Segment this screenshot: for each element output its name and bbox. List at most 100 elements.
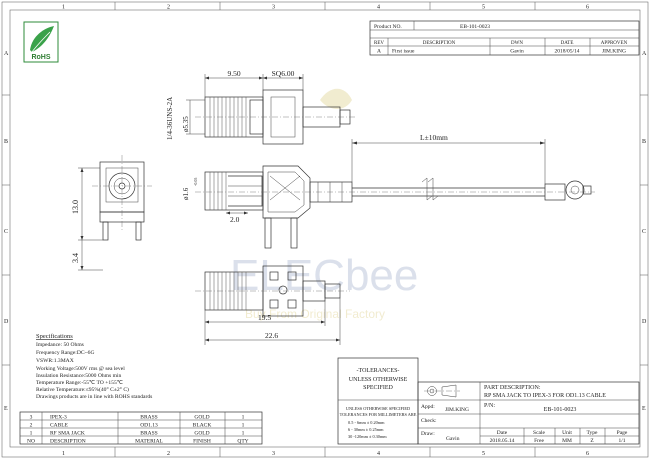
bom-cell: OD1.13 xyxy=(140,423,158,429)
product-no-value: EB-101-0023 xyxy=(460,24,490,30)
bom-cell: BLACK xyxy=(193,423,212,429)
frame-row-labels: A B C D E A B C D E xyxy=(4,51,647,412)
spec-line: Working Voltage:500V rms @ sea level xyxy=(36,366,125,372)
watermark: ELECbee Buy From Original Factory xyxy=(230,88,418,321)
row-label: E xyxy=(4,406,8,412)
rev-cell: 2018/05/14 xyxy=(554,49,579,55)
spec-line: Relative Temperature:≤95%(40° C±2° C) xyxy=(36,386,129,393)
appd-label: Appd: xyxy=(421,404,435,410)
bom-cell: IPEX-3 xyxy=(50,415,67,421)
part-desc-value: RP SMA JACK TO IPEX-3 FOR OD1.13 CABLE xyxy=(484,393,606,399)
rev-cell: Gavin xyxy=(510,49,524,55)
title-cell: Z xyxy=(590,438,594,444)
title-cell: 1/1 xyxy=(618,438,625,444)
col-label: 3 xyxy=(272,5,275,11)
bom-header: FINISH xyxy=(193,439,211,445)
title-cell: MM xyxy=(562,438,572,444)
col-label: 6 xyxy=(586,451,589,457)
dim-13-0: 13.0 xyxy=(71,200,80,214)
spec-line: VSWR:1.3MAX xyxy=(36,358,74,364)
bom-header: NO xyxy=(27,439,35,445)
bom-cell: BRASS xyxy=(140,415,157,421)
spec-line: Insulation Resistance:5000 Ohms min xyxy=(36,373,121,379)
side-view-connector xyxy=(195,165,595,249)
col-label: 6 xyxy=(586,5,589,11)
row-label: A xyxy=(642,51,647,57)
row-label: B xyxy=(642,139,646,145)
tolerance-row: 30 -120mm ± 0.30mm xyxy=(348,434,387,439)
title-block: PART DESCRIPTION: RP SMA JACK TO IPEX-3 … xyxy=(417,381,640,445)
dim-22-6: 22.6 xyxy=(265,331,278,340)
spec-line: Drawings products are in line with ROHS … xyxy=(36,394,152,400)
check-label: Check: xyxy=(421,418,437,424)
bottom-dimensions: 19.5 22.6 xyxy=(204,298,341,345)
col-label: 2 xyxy=(167,5,170,11)
col-label: 2 xyxy=(167,451,170,457)
spec-line: Frequency Range:DC~6G xyxy=(36,350,95,356)
dim-sq6: SQ6.00 xyxy=(272,69,295,78)
rev-cell: JIM.KING xyxy=(602,49,626,55)
bom-header: MATERIAL xyxy=(135,439,163,445)
specifications: Specifications Impedance: 50 Ohms Freque… xyxy=(36,333,152,400)
rohs-logo: RoHS xyxy=(23,21,59,63)
part-desc-label: PART DESCRIPTION: xyxy=(484,385,541,391)
tolerance-row: 0.5 - 6mm ± 0.20mm xyxy=(348,420,385,425)
bom-cell: GOLD xyxy=(194,415,209,421)
title-cell: 2018.05.14 xyxy=(490,438,515,444)
pn-label: P/N: xyxy=(484,403,495,409)
col-label: 1 xyxy=(62,451,65,457)
spec-line: Temperature Range:-55℃ TO +155℃ xyxy=(36,380,124,386)
bottom-view-connector xyxy=(195,265,350,317)
tolerance-line1: UNLESS OTHERWISE xyxy=(349,377,408,383)
tolerance-row: 6 - 30mm ± 0.25mm xyxy=(348,427,384,432)
rev-header: APPROVEN xyxy=(601,41,628,46)
tolerance-title: -TOLERANCES- xyxy=(357,368,400,374)
title-header: Scale xyxy=(533,430,545,436)
frame-column-labels: 1 2 3 4 5 6 1 2 3 4 5 6 xyxy=(62,5,589,458)
dim-dia-1-6: ø1.6 xyxy=(182,187,190,200)
title-header: Type xyxy=(587,430,598,436)
title-header: Unit xyxy=(562,430,572,436)
bom-cell: GOLD xyxy=(194,431,209,437)
draw-value: Gavin xyxy=(446,436,460,442)
tolerance-small2: TOLERANCES FOR MILLIMETERS ARE xyxy=(340,412,417,417)
bom-cell: CABLE xyxy=(50,423,69,429)
col-label: 1 xyxy=(62,5,65,11)
row-label: D xyxy=(4,319,9,325)
bom-cell: 1 xyxy=(242,423,245,429)
dim-dia-5-35: ø5.35 xyxy=(182,116,190,132)
row-label: C xyxy=(4,229,8,235)
watermark-text: ELECbee xyxy=(230,251,418,300)
rohs-logo-text: RoHS xyxy=(31,54,50,61)
draw-label: Draw: xyxy=(421,431,435,437)
rev-header: DESCRIPTION xyxy=(423,41,456,46)
col-label: 5 xyxy=(482,5,485,11)
projection-symbol-icon xyxy=(424,384,460,398)
rev-header: DWN xyxy=(511,41,523,46)
specs-title: Specifications xyxy=(36,333,73,340)
tolerances-block: -TOLERANCES- UNLESS OTHERWISE SPECIFIED … xyxy=(337,357,419,445)
col-label: 3 xyxy=(272,451,275,457)
top-dimensions: 9.50 SQ6.00 1/4-36UNS-2A ø5.35 xyxy=(166,69,304,140)
front-dimensions: 13.0 3.4 xyxy=(71,167,103,271)
revision-block: Product NO. EB-101-0023 REV DESCRIPTION … xyxy=(369,20,640,56)
row-label: A xyxy=(4,51,9,57)
bom-cell: BRASS xyxy=(140,431,157,437)
col-label: 4 xyxy=(377,451,380,457)
row-label: B xyxy=(4,139,8,145)
spec-line: Impedance: 50 Ohms xyxy=(36,342,84,348)
dim-9-50: 9.50 xyxy=(227,69,240,78)
tolerance-line2: SPECIFIED xyxy=(363,385,393,391)
dim-3-4: 3.4 xyxy=(71,253,80,263)
bom-cell: 2 xyxy=(30,423,33,429)
col-label: 5 xyxy=(482,451,485,457)
side-dimensions: L±10mm ø1.6 -0.05 2.0 xyxy=(182,133,546,224)
bom-cell: 3 xyxy=(30,415,33,421)
watermark-tagline: Buy From Original Factory xyxy=(245,307,385,321)
dim-2-0: 2.0 xyxy=(230,215,240,224)
bom-header: QTY xyxy=(237,439,248,445)
title-cell: Free xyxy=(534,438,544,444)
row-label: C xyxy=(642,229,646,235)
